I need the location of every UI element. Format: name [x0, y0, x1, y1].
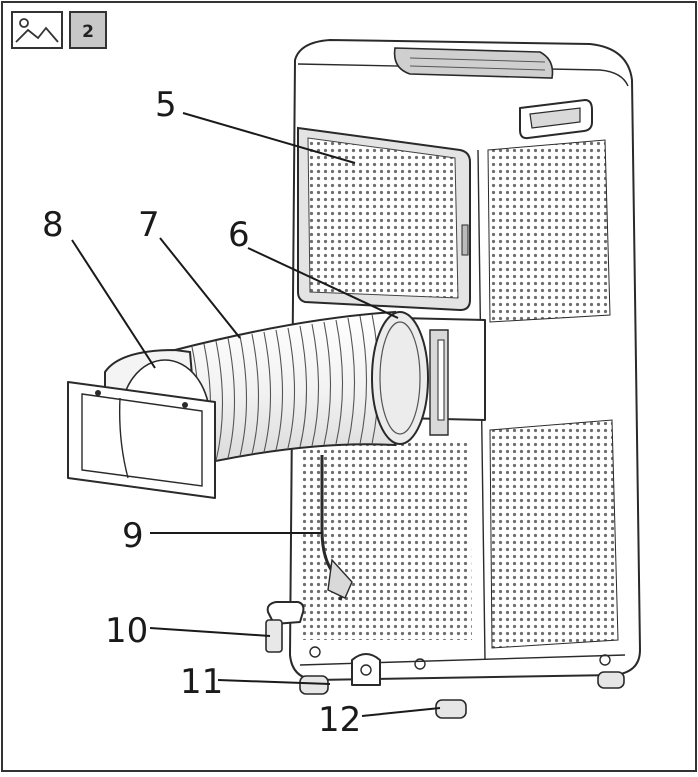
bottom-drain [351, 653, 381, 686]
leader-lines [71, 112, 441, 717]
callout-9: 9 [122, 516, 144, 556]
drain-outlet [265, 601, 305, 653]
figure-number: 2 [82, 22, 94, 42]
window-adapter [67, 348, 216, 499]
callout-11: 11 [180, 662, 223, 702]
callout-8: 8 [42, 205, 64, 245]
callout-12: 12 [318, 700, 361, 740]
callout-10: 10 [105, 611, 148, 651]
callout-6: 6 [228, 215, 250, 255]
callout-7: 7 [138, 205, 160, 245]
power-cord [320, 455, 353, 601]
exhaust-hose [174, 310, 429, 472]
figure-number-badge: 2 [69, 11, 107, 49]
callout-5: 5 [155, 85, 177, 125]
air-conditioner-unit [289, 39, 641, 681]
image-icon [11, 11, 63, 49]
